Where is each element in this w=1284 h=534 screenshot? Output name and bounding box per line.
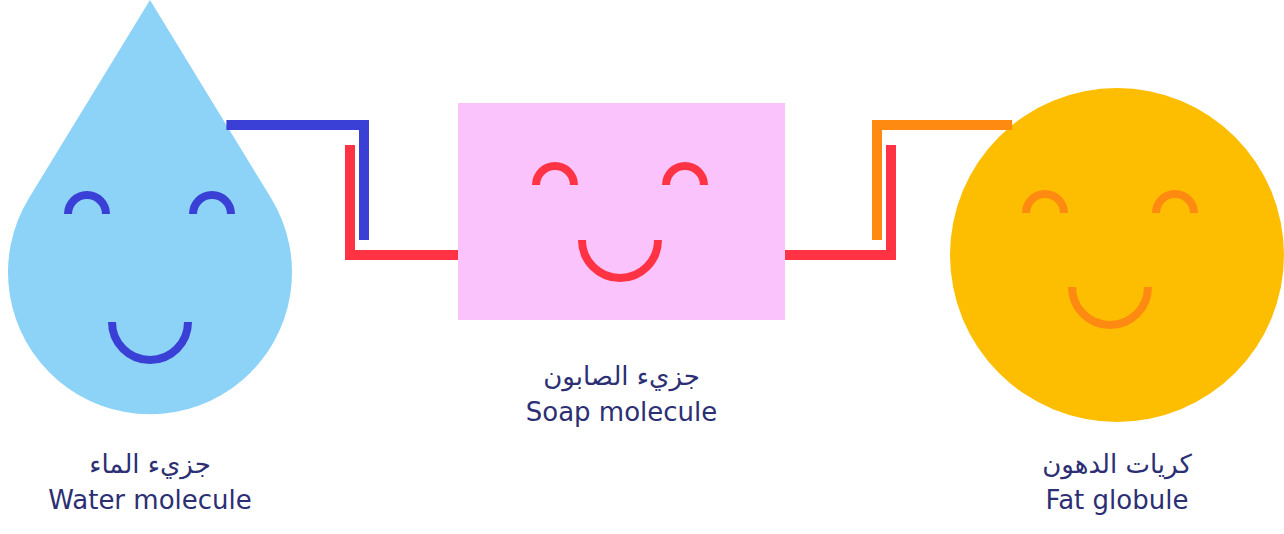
node-label: Water molecule [0, 482, 360, 518]
bond-connector [785, 125, 1012, 255]
bond-hook [877, 125, 1012, 240]
node-label: Soap molecule [412, 394, 832, 430]
shape-fill [8, 0, 292, 414]
shape-fill [950, 88, 1284, 422]
node-label-group: جزيء الصابونSoap molecule [412, 358, 832, 430]
fat-globule: كريات الدهونFat globule [950, 88, 1284, 422]
eye [68, 195, 106, 214]
node-outline [5, 0, 295, 414]
node-label-group: كريات الدهونFat globule [907, 446, 1284, 518]
bond-hook [226, 125, 364, 240]
node-label: Fat globule [907, 482, 1284, 518]
eye [1156, 194, 1194, 213]
node-label: جزيء الصابون [412, 358, 832, 394]
fat-face [1026, 194, 1194, 325]
bond-connector [226, 125, 458, 255]
node-label: جزيء الماء [0, 446, 360, 482]
eye [666, 166, 704, 185]
eye [193, 195, 231, 214]
eye [1026, 194, 1064, 213]
node-outline [950, 88, 1284, 422]
shape-fill [458, 103, 785, 320]
soap-box: جزيء الصابونSoap molecule [458, 103, 785, 320]
soap-face [536, 166, 704, 278]
bond-hook [350, 145, 458, 255]
node-label-group: جزيء الماءWater molecule [0, 446, 360, 518]
eye [536, 166, 574, 185]
mouth [582, 240, 658, 278]
bond-hook [785, 145, 891, 255]
mouth [1072, 287, 1148, 325]
node-outline [458, 103, 785, 320]
node-label: كريات الدهون [907, 446, 1284, 482]
water-face [68, 195, 231, 360]
mouth [112, 322, 188, 360]
water-drop: جزيء الماءWater molecule [5, 0, 295, 414]
